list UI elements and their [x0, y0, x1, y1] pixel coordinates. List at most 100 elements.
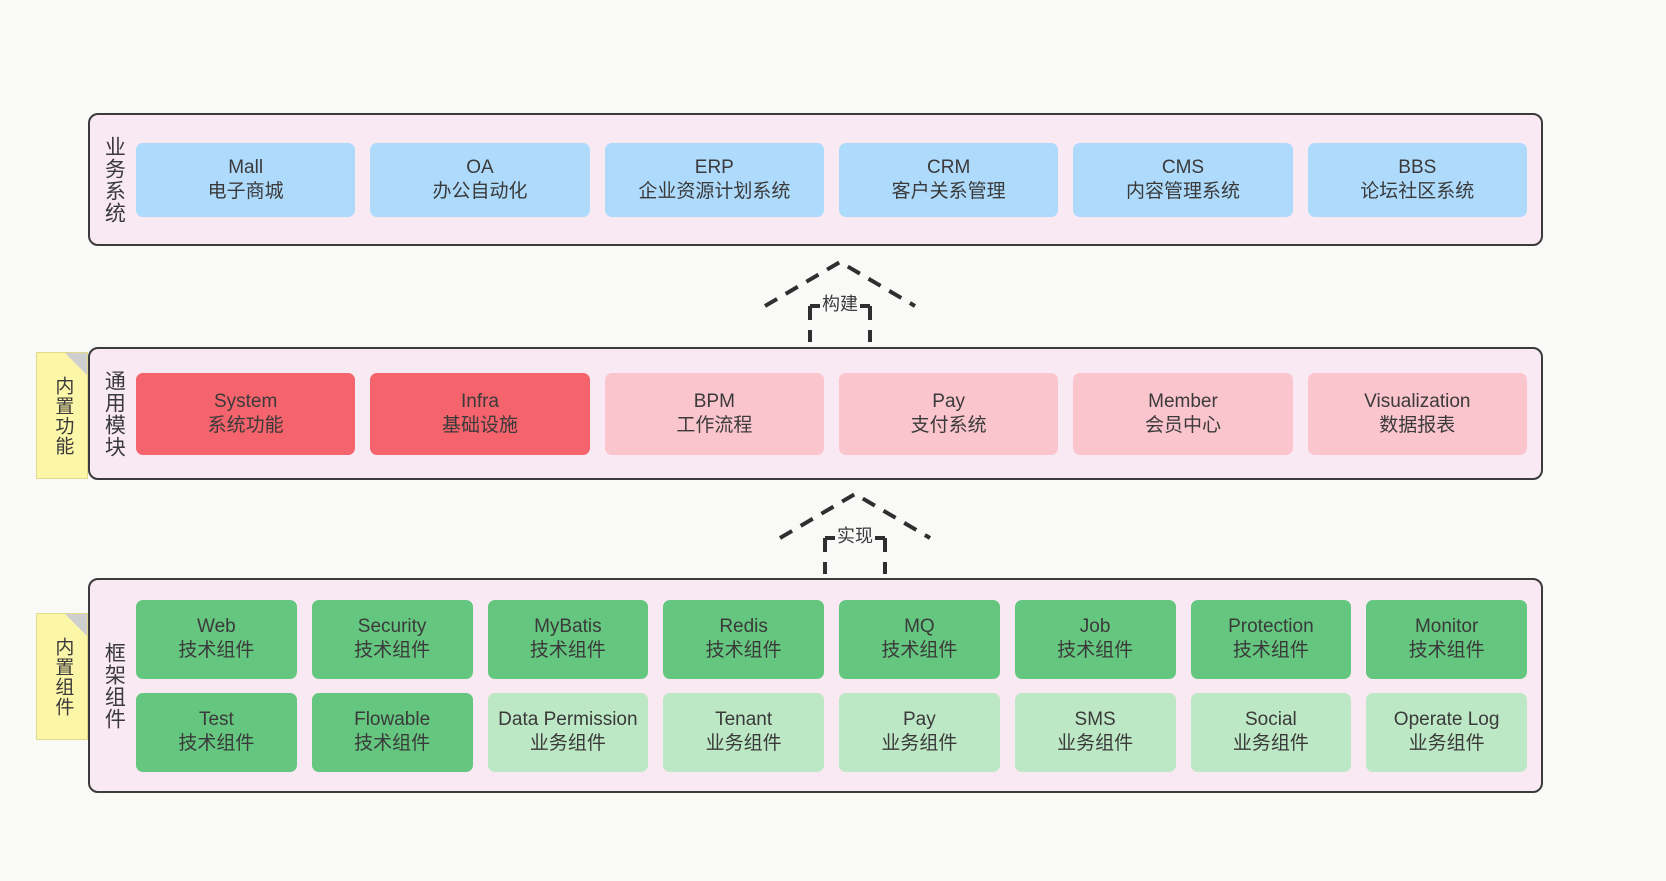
node-pay[interactable]: Pay 支付系统	[838, 372, 1059, 455]
node-subtitle: 内容管理系统	[1125, 180, 1240, 202]
node-member[interactable]: Member 会员中心	[1073, 372, 1293, 455]
node-pay-business[interactable]: Pay 业务组件	[839, 692, 1000, 772]
node-title: CRM	[927, 156, 971, 178]
node-subtitle: 技术组件	[178, 733, 255, 754]
layer-title-business-system: 业务系统	[102, 135, 126, 224]
node-cms[interactable]: CMS 内容管理系统	[1073, 142, 1293, 217]
layer-common-module: 通用模块 System 系统功能 Infra 基础设施 BPM 工作流程 Pay…	[88, 347, 1543, 480]
node-title: Web	[197, 616, 236, 638]
node-subtitle: 技术组件	[1408, 640, 1485, 661]
node-title: Social	[1245, 709, 1297, 731]
node-title: CMS	[1161, 156, 1205, 178]
node-subtitle: 电子商城	[207, 180, 284, 202]
node-title: Infra	[460, 390, 499, 412]
node-subtitle: 工作流程	[676, 414, 753, 436]
connector-label-realize: 实现	[835, 522, 875, 548]
node-monitor[interactable]: Monitor 技术组件	[1366, 599, 1527, 679]
cell-row: Test 技术组件 Flowable 技术组件 Data Permission …	[136, 692, 1527, 772]
node-subtitle: 客户关系管理	[891, 180, 1006, 202]
node-title: Pay	[903, 709, 936, 731]
node-visualization[interactable]: Visualization 数据报表	[1307, 372, 1527, 455]
layer-title-common-module: 通用模块	[102, 369, 126, 458]
node-subtitle: 技术组件	[529, 640, 606, 661]
node-title: ERP	[694, 156, 734, 178]
node-protection[interactable]: Protection 技术组件	[1190, 599, 1352, 679]
sticky-note-label: 内置功能	[52, 375, 74, 456]
node-flowable[interactable]: Flowable 技术组件	[311, 692, 473, 772]
node-title: SMS	[1074, 709, 1116, 731]
node-subtitle: 数据报表	[1379, 414, 1456, 436]
layer-body-framework-component: Web 技术组件 Security 技术组件 MyBatis 技术组件 Redi…	[136, 580, 1541, 791]
node-subtitle: 业务组件	[1408, 733, 1485, 754]
node-title: Visualization	[1364, 390, 1471, 412]
connector-realize: 实现	[770, 490, 940, 574]
node-title: Flowable	[354, 709, 431, 731]
node-title: MQ	[904, 616, 935, 638]
node-sms[interactable]: SMS 业务组件	[1014, 692, 1176, 772]
node-operate-log[interactable]: Operate Log 业务组件	[1366, 692, 1527, 772]
node-bpm[interactable]: BPM 工作流程	[604, 372, 824, 455]
node-mall[interactable]: Mall 电子商城	[136, 142, 356, 217]
node-bbs[interactable]: BBS 论坛社区系统	[1307, 142, 1527, 217]
node-infra[interactable]: Infra 基础设施	[370, 372, 590, 455]
node-subtitle: 业务组件	[705, 733, 782, 754]
node-title: Member	[1148, 390, 1218, 412]
node-system[interactable]: System 系统功能	[136, 372, 356, 455]
cell-row: Mall 电子商城 OA 办公自动化 ERP 企业资源计划系统 CRM 客户关系…	[136, 142, 1527, 217]
node-web[interactable]: Web 技术组件	[136, 599, 297, 679]
node-subtitle: 会员中心	[1144, 414, 1221, 436]
node-subtitle: 技术组件	[881, 640, 958, 661]
node-crm[interactable]: CRM 客户关系管理	[838, 142, 1059, 217]
layer-body-common-module: System 系统功能 Infra 基础设施 BPM 工作流程 Pay 支付系统…	[136, 349, 1541, 478]
connector-build: 构建	[755, 258, 925, 342]
node-title: Mall	[228, 156, 264, 178]
node-social[interactable]: Social 业务组件	[1190, 692, 1352, 772]
node-subtitle: 技术组件	[178, 640, 255, 661]
node-job[interactable]: Job 技术组件	[1014, 599, 1176, 679]
node-subtitle: 企业资源计划系统	[638, 180, 791, 202]
node-title: Monitor	[1414, 616, 1479, 638]
node-subtitle: 业务组件	[529, 733, 606, 754]
node-redis[interactable]: Redis 技术组件	[663, 599, 824, 679]
node-title: BBS	[1398, 156, 1437, 178]
layer-business-system: 业务系统 Mall 电子商城 OA 办公自动化 ERP 企业资源计划系统 CRM…	[88, 113, 1543, 246]
connector-label-build: 构建	[820, 290, 860, 316]
node-title: Pay	[932, 390, 966, 412]
node-title: Redis	[719, 616, 768, 638]
node-title: Protection	[1228, 616, 1314, 638]
node-tenant[interactable]: Tenant 业务组件	[663, 692, 824, 772]
node-subtitle: 系统功能	[207, 414, 284, 436]
layer-title-framework-component: 框架组件	[102, 641, 126, 730]
node-subtitle: 业务组件	[1057, 733, 1134, 754]
node-title: BPM	[693, 390, 735, 412]
cell-row: System 系统功能 Infra 基础设施 BPM 工作流程 Pay 支付系统…	[136, 372, 1527, 455]
node-oa[interactable]: OA 办公自动化	[370, 142, 590, 217]
node-title: Data Permission	[498, 709, 638, 731]
layer-framework-component: 框架组件 Web 技术组件 Security 技术组件 MyBatis 技术组件…	[88, 578, 1543, 793]
node-mybatis[interactable]: MyBatis 技术组件	[487, 599, 649, 679]
node-title: Test	[198, 709, 234, 731]
node-subtitle: 技术组件	[354, 733, 431, 754]
node-subtitle: 技术组件	[1232, 640, 1309, 661]
node-title: MyBatis	[534, 616, 602, 638]
node-security[interactable]: Security 技术组件	[311, 599, 473, 679]
node-erp[interactable]: ERP 企业资源计划系统	[604, 142, 824, 217]
node-subtitle: 支付系统	[910, 414, 987, 436]
node-data-permission[interactable]: Data Permission 业务组件	[487, 692, 649, 772]
node-subtitle: 技术组件	[705, 640, 782, 661]
node-mq[interactable]: MQ 技术组件	[839, 599, 1000, 679]
node-subtitle: 业务组件	[1232, 733, 1309, 754]
node-test[interactable]: Test 技术组件	[136, 692, 297, 772]
node-title: Security	[357, 616, 427, 638]
node-title: Tenant	[715, 709, 773, 731]
node-subtitle: 基础设施	[441, 414, 518, 436]
node-subtitle: 业务组件	[881, 733, 958, 754]
layer-body-business-system: Mall 电子商城 OA 办公自动化 ERP 企业资源计划系统 CRM 客户关系…	[136, 115, 1541, 244]
node-subtitle: 论坛社区系统	[1360, 180, 1475, 202]
node-subtitle: 技术组件	[354, 640, 431, 661]
cell-row: Web 技术组件 Security 技术组件 MyBatis 技术组件 Redi…	[136, 599, 1527, 679]
node-subtitle: 技术组件	[1057, 640, 1134, 661]
sticky-note-builtin-component: 内置组件	[36, 613, 88, 740]
node-title: Operate Log	[1393, 709, 1500, 731]
